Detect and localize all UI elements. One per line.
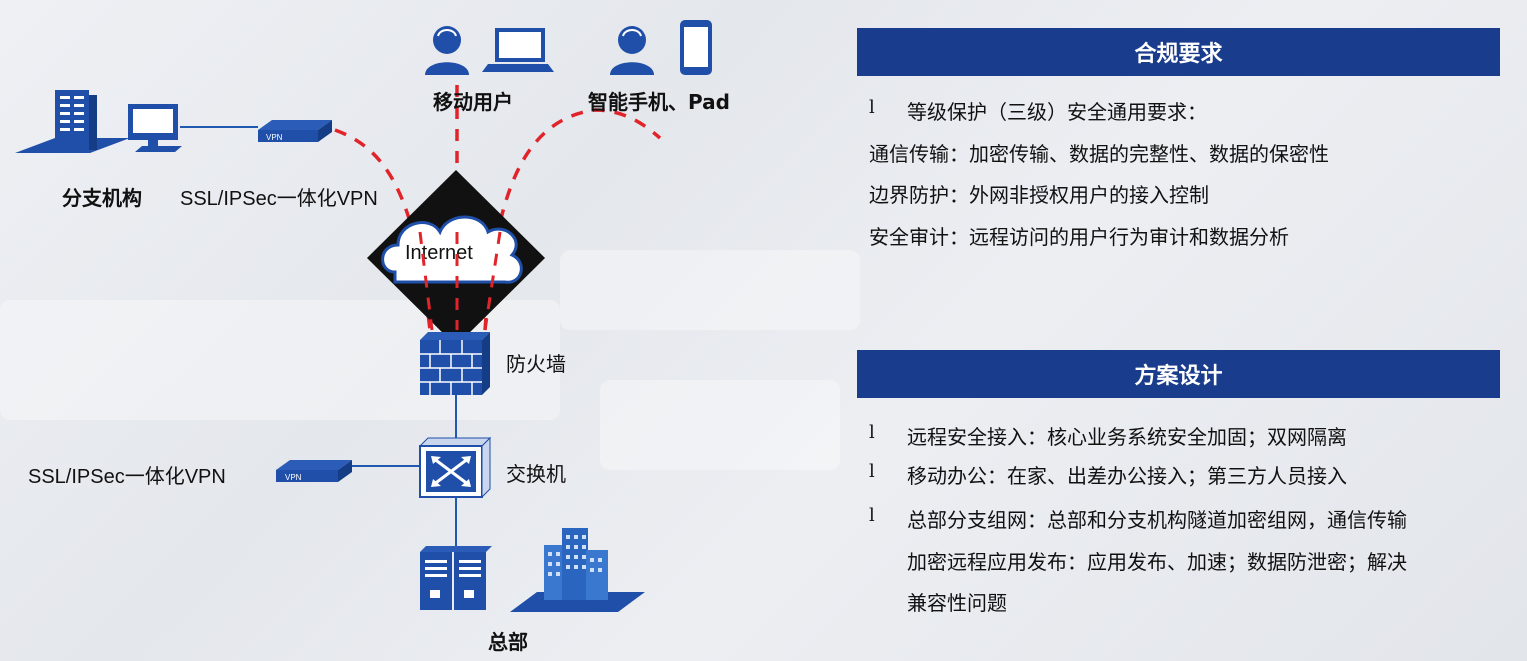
background-shape — [600, 380, 840, 470]
bullet-icon: l — [869, 422, 875, 443]
tunnel-branch — [334, 128, 432, 331]
solution-header: 方案设计 — [857, 350, 1500, 398]
branch-vpn-label: SSL/IPSec一体化VPN — [180, 188, 378, 210]
internet-label: Internet — [405, 242, 473, 264]
mobile-users-label: 移动用户 — [433, 90, 513, 114]
smartphone-label: 智能手机、Pad — [588, 90, 730, 114]
solution-item: 移动办公：在家、出差办公接入；第三方人员接入 — [907, 464, 1347, 488]
branch-label: 分支机构 — [62, 186, 142, 210]
branch-server-icon — [15, 90, 130, 153]
solution-item: 远程安全接入：核心业务系统安全加固；双网隔离 — [907, 425, 1347, 449]
bullet-icon: l — [869, 505, 875, 526]
lan-links — [180, 126, 457, 552]
hq-vpn-device-icon: VPN — [276, 460, 352, 482]
firewall-icon — [420, 332, 490, 395]
branch-vpn-device-icon: VPN — [258, 120, 332, 142]
bullet-icon: l — [869, 97, 875, 118]
switch-icon — [418, 436, 492, 499]
compliance-line: 安全审计：远程访问的用户行为审计和数据分析 — [869, 225, 1289, 249]
hq-building-icon — [510, 528, 645, 612]
solution-item-continued: 兼容性问题 — [907, 591, 1007, 615]
background-shape — [560, 250, 860, 330]
firewall-label: 防火墙 — [506, 352, 566, 376]
laptop-icon — [482, 28, 554, 72]
hq-vpn-label: SSL/IPSec一体化VPN — [28, 466, 226, 488]
switch-label: 交换机 — [506, 462, 566, 486]
user-icon — [610, 26, 654, 75]
hq-server-icon — [420, 546, 492, 610]
hq-label: 总部 — [488, 630, 528, 654]
user-icon — [425, 26, 469, 75]
solution-item: 总部分支组网：总部和分支机构隧道加密组网，通信传输 — [907, 508, 1407, 532]
compliance-line: 通信传输：加密传输、数据的完整性、数据的保密性 — [869, 142, 1329, 166]
branch-computer-icon — [128, 104, 182, 152]
svg-text:VPN: VPN — [285, 473, 302, 482]
solution-item-continued: 加密远程应用发布：应用发布、加速；数据防泄密；解决 — [907, 550, 1407, 574]
compliance-item: 等级保护（三级）安全通用要求： — [907, 100, 1207, 124]
bullet-icon: l — [869, 461, 875, 482]
compliance-header: 合规要求 — [857, 28, 1500, 76]
tunnel-smartphone — [483, 108, 662, 331]
network-diagram: VPN Internet — [15, 20, 712, 612]
compliance-line: 边界防护：外网非授权用户的接入控制 — [869, 183, 1209, 207]
svg-text:VPN: VPN — [266, 133, 283, 142]
smartphone-icon — [680, 20, 712, 75]
